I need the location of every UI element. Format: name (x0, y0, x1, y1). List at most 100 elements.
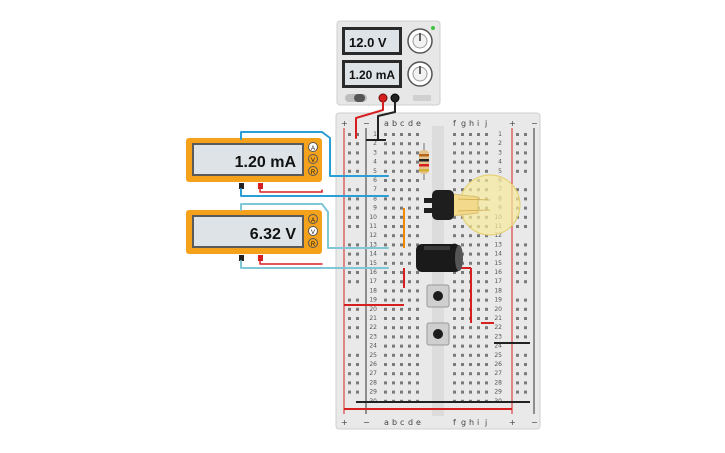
svg-text:e: e (416, 418, 421, 427)
svg-text:11: 11 (369, 223, 377, 230)
svg-text:a: a (384, 418, 389, 427)
ammeter-mode-v-button[interactable]: V (308, 154, 318, 165)
external-wires[interactable] (240, 101, 396, 269)
voltage-display: 12.0 V (349, 35, 387, 50)
svg-text:24: 24 (369, 343, 377, 350)
svg-text:2: 2 (498, 140, 502, 147)
svg-text:25: 25 (369, 352, 377, 359)
board-wires[interactable] (344, 139, 530, 410)
power-supply[interactable]: 12.0 V 1.20 mA (336, 20, 441, 106)
svg-text:13: 13 (494, 241, 502, 248)
svg-text:1: 1 (498, 131, 502, 138)
svg-text:3: 3 (373, 149, 377, 156)
svg-text:+: + (341, 119, 348, 128)
svg-text:12: 12 (369, 232, 377, 239)
power-switch-icon[interactable] (345, 94, 367, 102)
svg-text:2: 2 (373, 140, 377, 147)
light-bulb[interactable] (424, 174, 521, 236)
svg-text:d: d (408, 418, 413, 427)
voltmeter-mode-r-button[interactable]: R (308, 238, 318, 249)
resistor[interactable] (419, 143, 429, 180)
ammeter-mode-a-button[interactable]: A (308, 142, 318, 153)
svg-text:a: a (384, 119, 389, 128)
voltage-knob-icon[interactable] (407, 28, 433, 54)
push-button-2[interactable] (426, 322, 450, 346)
svg-text:21: 21 (494, 315, 502, 322)
svg-text:i: i (477, 119, 479, 128)
svg-text:19: 19 (369, 297, 377, 304)
svg-text:f: f (453, 418, 456, 427)
svg-text:28: 28 (369, 379, 377, 386)
svg-text:g: g (461, 418, 466, 427)
voltmeter-probe-red[interactable] (258, 255, 263, 261)
svg-text:24: 24 (494, 343, 502, 350)
svg-text:17: 17 (494, 278, 502, 285)
push-button-1[interactable] (426, 284, 450, 308)
svg-text:21: 21 (369, 315, 377, 322)
svg-text:7: 7 (373, 186, 377, 193)
svg-text:28: 28 (494, 379, 502, 386)
svg-text:13: 13 (369, 241, 377, 248)
svg-text:g: g (461, 119, 466, 128)
svg-text:15: 15 (369, 260, 377, 267)
svg-text:h: h (469, 119, 474, 128)
voltmeter-mode-a-button[interactable]: A (308, 214, 318, 225)
column-letters-bottom: a b c d e f g h i j + − + − (341, 418, 538, 427)
voltmeter[interactable]: 6.32 V A V R (186, 210, 322, 261)
capacitor[interactable] (416, 244, 463, 272)
svg-text:d: d (408, 119, 413, 128)
svg-text:c: c (400, 119, 404, 128)
svg-text:20: 20 (369, 306, 377, 313)
svg-text:−: − (363, 119, 370, 128)
ammeter[interactable]: 1.20 mA A V R (186, 138, 322, 189)
svg-text:5: 5 (373, 168, 377, 175)
svg-text:b: b (392, 119, 397, 128)
svg-text:14: 14 (494, 251, 502, 258)
voltmeter-probe-black[interactable] (239, 255, 244, 261)
svg-text:+: + (341, 418, 348, 427)
svg-text:A: A (311, 146, 315, 152)
svg-text:i: i (477, 418, 479, 427)
column-letters-top: a b c d e f g h i j + − + − (341, 119, 538, 128)
svg-text:1: 1 (373, 131, 377, 138)
ammeter-display: 1.20 mA (235, 154, 297, 171)
svg-text:20: 20 (494, 306, 502, 313)
svg-text:R: R (311, 170, 316, 176)
current-knob-icon[interactable] (407, 61, 433, 87)
svg-text:12: 12 (494, 232, 502, 239)
svg-text:−: − (531, 119, 538, 128)
svg-text:17: 17 (369, 278, 377, 285)
svg-text:e: e (416, 119, 421, 128)
svg-text:19: 19 (494, 297, 502, 304)
svg-text:9: 9 (373, 205, 377, 212)
ammeter-probe-red[interactable] (258, 183, 263, 189)
voltmeter-mode-v-button[interactable]: V (308, 226, 318, 237)
svg-text:j: j (484, 119, 487, 128)
svg-text:8: 8 (373, 195, 377, 202)
svg-text:A: A (311, 218, 315, 224)
svg-text:18: 18 (369, 287, 377, 294)
svg-text:R: R (311, 242, 316, 248)
svg-text:25: 25 (494, 352, 502, 359)
svg-text:h: h (469, 418, 474, 427)
svg-text:V: V (311, 158, 315, 164)
ammeter-mode-r-button[interactable]: R (308, 166, 318, 177)
svg-text:26: 26 (369, 361, 377, 368)
svg-text:29: 29 (369, 389, 377, 396)
svg-text:16: 16 (494, 269, 502, 276)
svg-text:23: 23 (494, 333, 502, 340)
svg-text:3: 3 (498, 149, 502, 156)
svg-text:4: 4 (498, 159, 502, 166)
svg-text:22: 22 (369, 324, 377, 331)
current-display: 1.20 mA (349, 68, 395, 82)
ammeter-probe-black[interactable] (239, 183, 244, 189)
svg-text:−: − (363, 418, 370, 427)
svg-text:5: 5 (498, 168, 502, 175)
svg-text:6: 6 (373, 177, 377, 184)
svg-text:f: f (453, 119, 456, 128)
svg-text:V: V (311, 230, 315, 236)
svg-text:10: 10 (369, 214, 377, 221)
svg-text:−: − (531, 418, 538, 427)
svg-text:22: 22 (494, 324, 502, 331)
svg-text:27: 27 (494, 370, 502, 377)
